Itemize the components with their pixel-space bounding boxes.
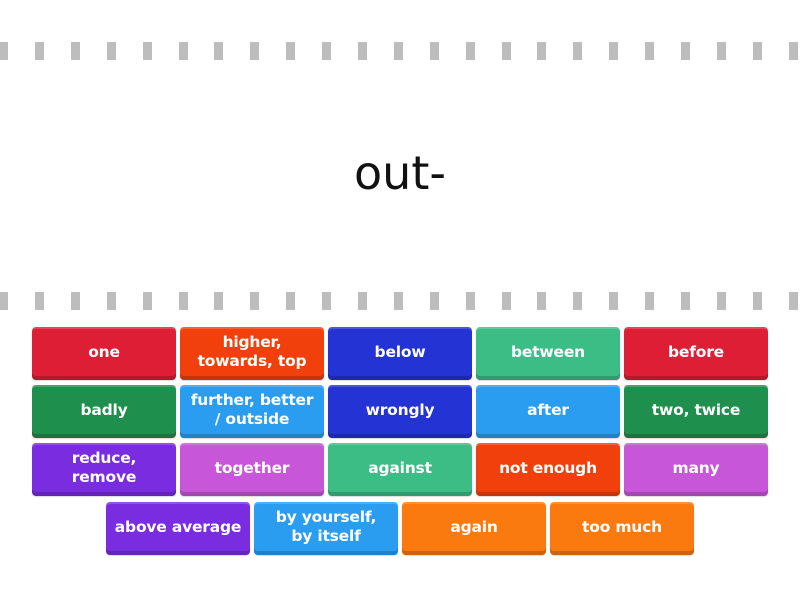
dash-segment: [573, 42, 582, 60]
dash-segment: [358, 292, 367, 310]
dash-segment: [789, 42, 798, 60]
dash-segment: [645, 42, 654, 60]
answer-tile-further-better-outside[interactable]: further, better / outside: [180, 385, 324, 438]
dash-segment: [394, 42, 403, 60]
dash-segment: [0, 42, 8, 60]
top-dashed-divider: [0, 42, 800, 60]
dash-segment: [143, 292, 152, 310]
answer-tile-again[interactable]: again: [402, 502, 546, 555]
dash-segment: [358, 42, 367, 60]
dash-segment: [609, 42, 618, 60]
bottom-dashed-divider: [0, 292, 800, 310]
dash-segment: [0, 292, 8, 310]
answer-tile-together[interactable]: together: [180, 443, 324, 496]
dash-segment: [107, 292, 116, 310]
dash-segment: [286, 292, 295, 310]
answer-tile-badly[interactable]: badly: [32, 385, 176, 438]
answer-tile-below[interactable]: below: [328, 327, 472, 380]
dash-segment: [250, 292, 259, 310]
answer-tile-not-enough[interactable]: not enough: [476, 443, 620, 496]
dash-segment: [753, 42, 762, 60]
answer-tile-above-average[interactable]: above average: [106, 502, 250, 555]
dash-segment: [753, 292, 762, 310]
dash-segment: [35, 42, 44, 60]
dash-segment: [717, 42, 726, 60]
dash-segment: [537, 292, 546, 310]
dash-segment: [466, 292, 475, 310]
dash-segment: [286, 42, 295, 60]
answer-tile-higher-towards-top[interactable]: higher, towards, top: [180, 327, 324, 380]
dash-segment: [214, 292, 223, 310]
dash-segment: [71, 292, 80, 310]
dash-segment: [466, 42, 475, 60]
prompt-word: out-: [354, 146, 446, 200]
dash-segment: [645, 292, 654, 310]
dash-segment: [35, 292, 44, 310]
answer-tile-before[interactable]: before: [624, 327, 768, 380]
answer-tile-many[interactable]: many: [624, 443, 768, 496]
dash-segment: [573, 292, 582, 310]
answer-tile-between[interactable]: between: [476, 327, 620, 380]
dash-segment: [214, 42, 223, 60]
dash-segment: [394, 292, 403, 310]
dash-segment: [789, 292, 798, 310]
answer-tile-reduce-remove[interactable]: reduce, remove: [32, 443, 176, 496]
dash-segment: [430, 292, 439, 310]
answer-tile-after[interactable]: after: [476, 385, 620, 438]
dash-segment: [430, 42, 439, 60]
dash-segment: [143, 42, 152, 60]
answer-tile-wrongly[interactable]: wrongly: [328, 385, 472, 438]
answer-tile-one[interactable]: one: [32, 327, 176, 380]
answer-tile-two-twice[interactable]: two, twice: [624, 385, 768, 438]
dash-segment: [322, 42, 331, 60]
dash-segment: [179, 42, 188, 60]
dash-segment: [502, 42, 511, 60]
dash-segment: [681, 42, 690, 60]
dash-segment: [717, 292, 726, 310]
answer-tile-by-yourself-by-itself[interactable]: by yourself, by itself: [254, 502, 398, 555]
dash-segment: [681, 292, 690, 310]
dash-segment: [537, 42, 546, 60]
answer-tile-too-much[interactable]: too much: [550, 502, 694, 555]
dash-segment: [609, 292, 618, 310]
answer-tile-against[interactable]: against: [328, 443, 472, 496]
dash-segment: [250, 42, 259, 60]
dash-segment: [71, 42, 80, 60]
dash-segment: [502, 292, 511, 310]
dash-segment: [107, 42, 116, 60]
dash-segment: [322, 292, 331, 310]
dash-segment: [179, 292, 188, 310]
